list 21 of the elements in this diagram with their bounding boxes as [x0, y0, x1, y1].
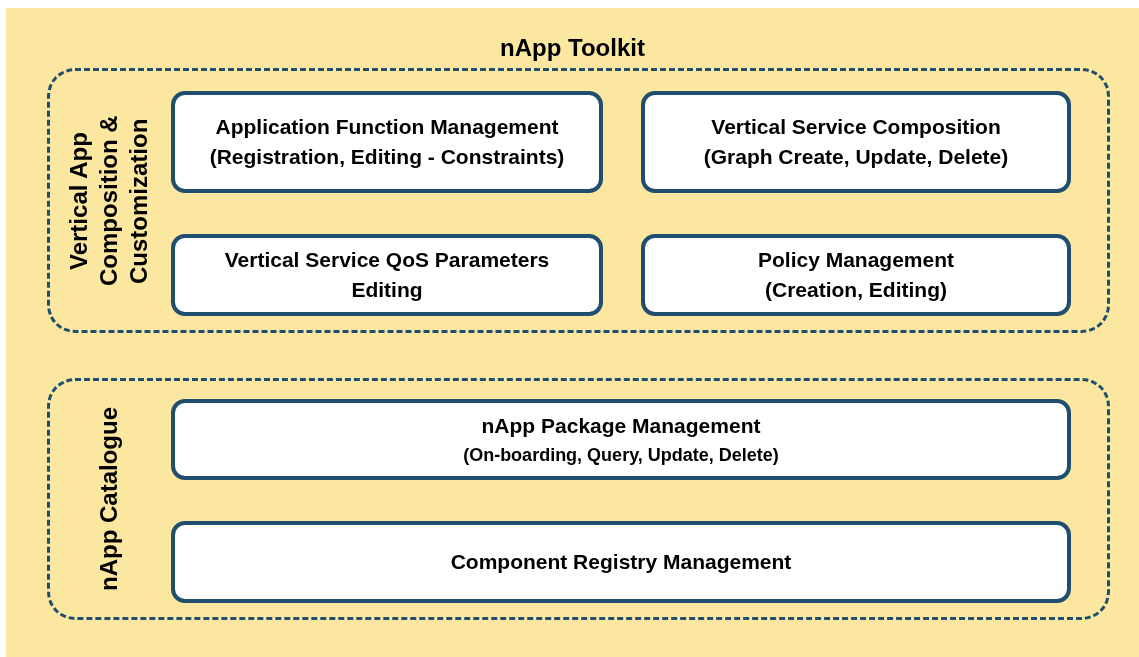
box-title: Component Registry Management — [450, 549, 792, 575]
function-box — [641, 91, 1071, 193]
box-subtitle: (On-boarding, Query, Update, Delete) — [463, 443, 779, 467]
box-title: Policy Management — [757, 247, 955, 273]
function-box — [171, 399, 1071, 480]
dashed-group — [47, 378, 1110, 620]
box-subtitle: (Creation, Editing) — [765, 277, 947, 303]
dashed-group — [47, 68, 1110, 333]
box-subtitle: (Graph Create, Update, Delete) — [703, 144, 1009, 170]
function-box — [641, 234, 1071, 316]
box-title: Vertical Service Composition — [711, 114, 1001, 140]
box-title: Vertical Service QoS Parameters Editing — [223, 247, 551, 303]
box-title: nApp Package Management — [481, 412, 761, 439]
box-title: Application Function Management — [215, 114, 559, 140]
function-box — [171, 91, 603, 193]
group-label: nApp Catalogue — [94, 407, 123, 591]
function-box — [171, 234, 603, 316]
function-box — [171, 521, 1071, 603]
group-label: Vertical App Composition & Customization — [64, 114, 153, 288]
diagram-title: nApp Toolkit — [499, 33, 646, 63]
box-subtitle: (Registration, Editing - Constraints) — [209, 144, 565, 170]
